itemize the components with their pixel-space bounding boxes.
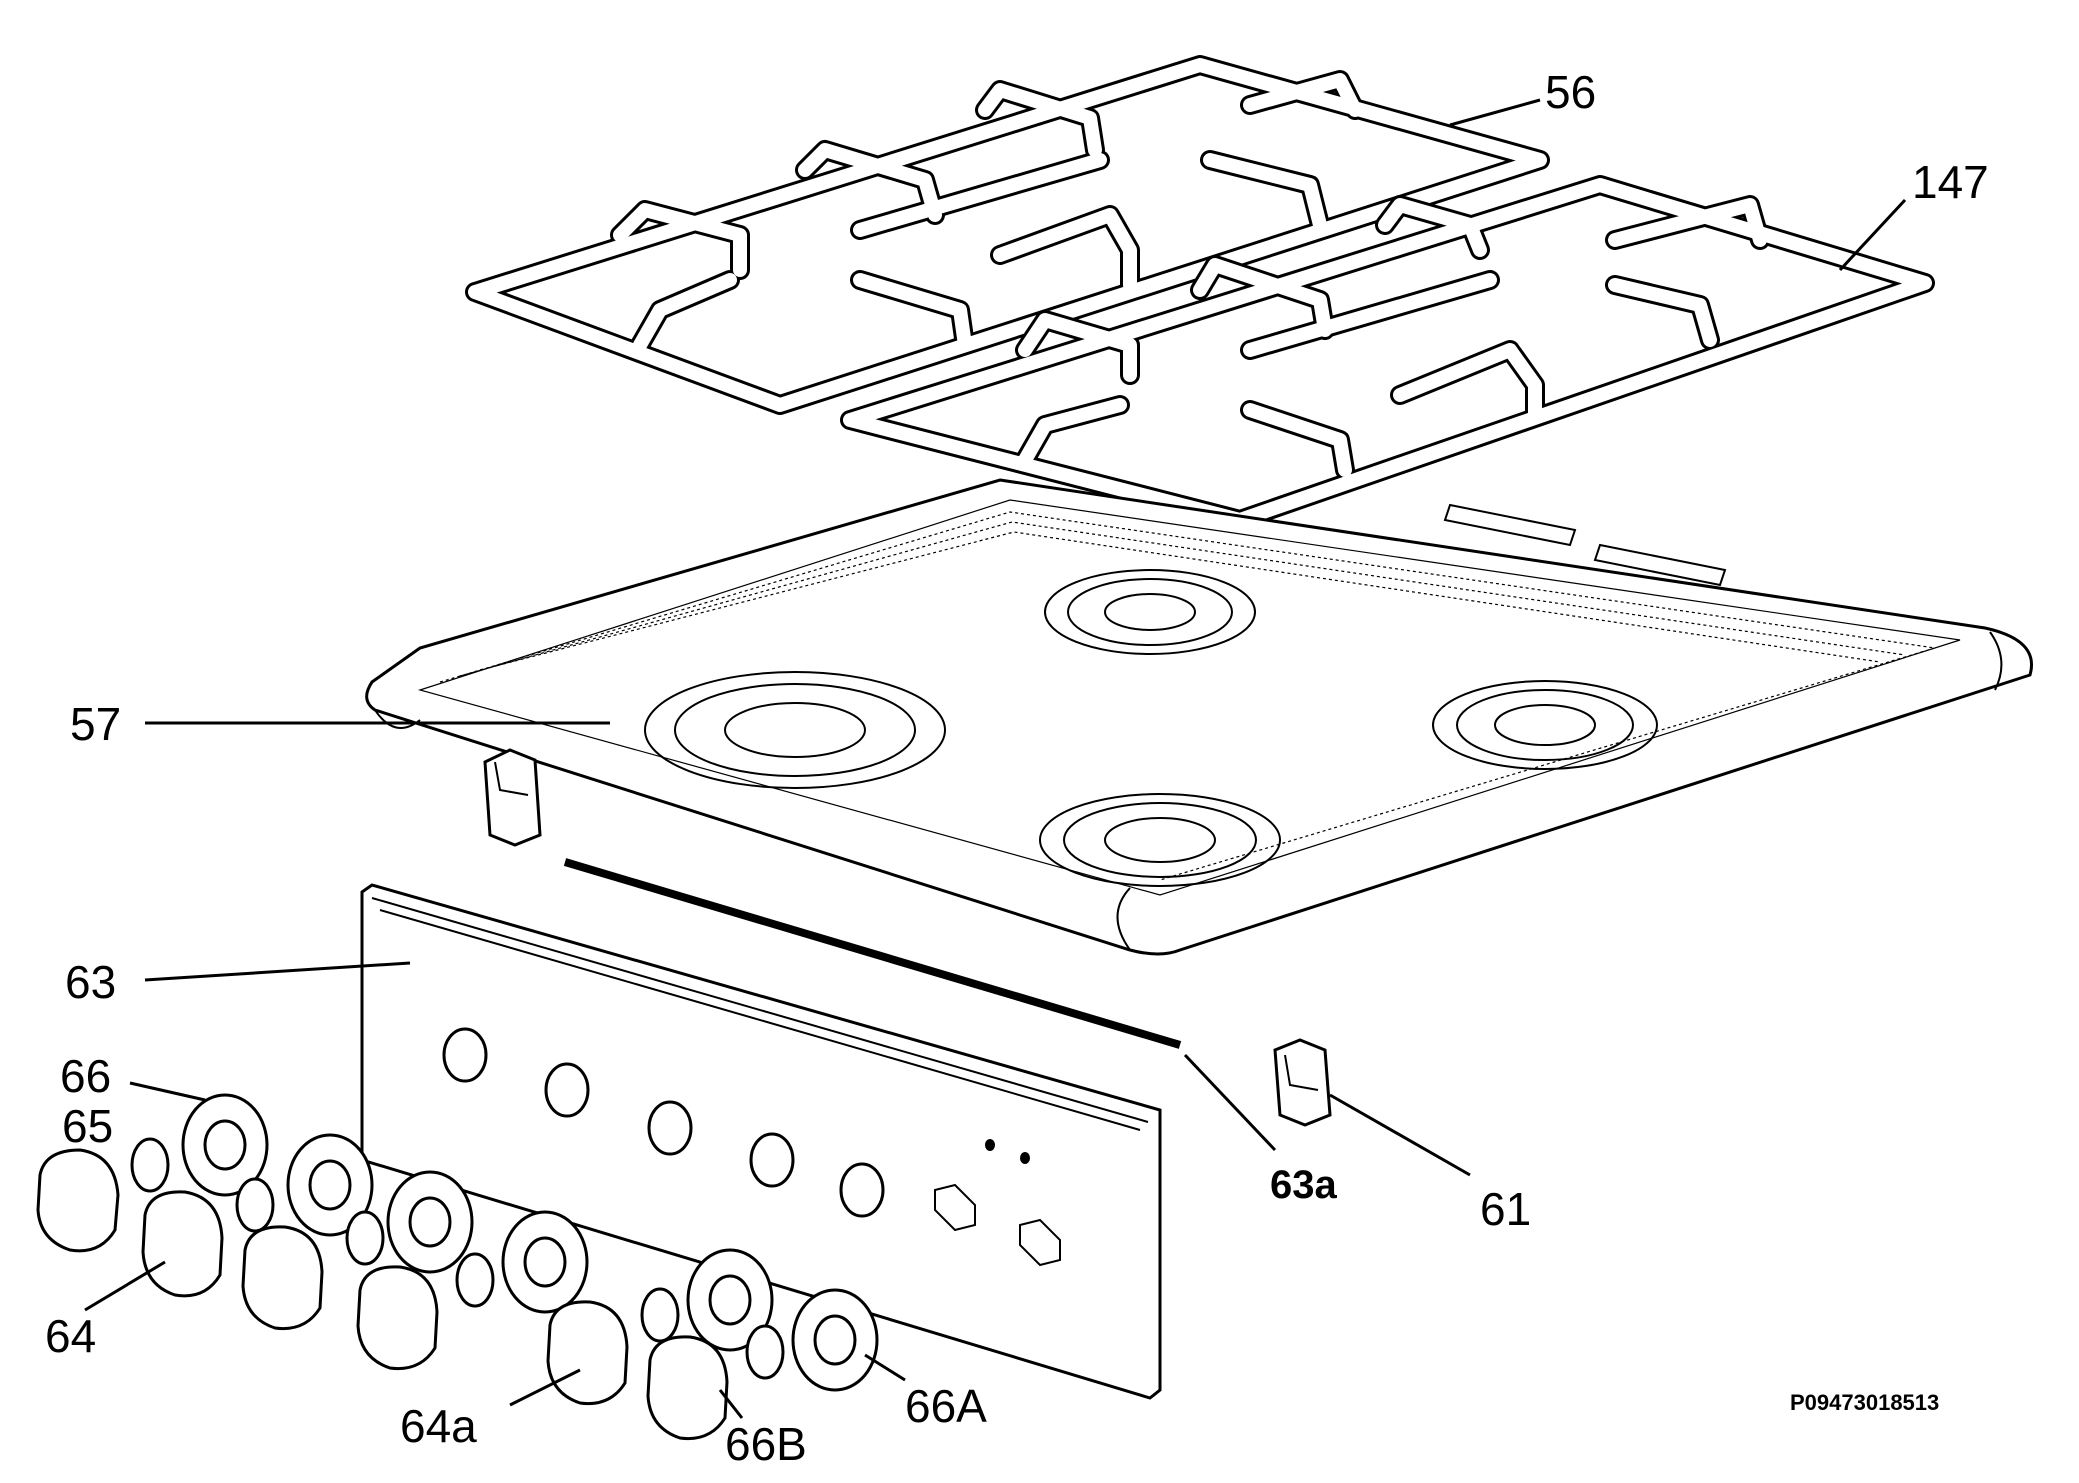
part-labels: 56 147 57 63 66 65 64 63a 61 64a 66B 66A… bbox=[45, 66, 1989, 1470]
knob-assemblies bbox=[36, 1093, 879, 1441]
label-147: 147 bbox=[1912, 156, 1989, 208]
label-65: 65 bbox=[62, 1100, 113, 1152]
label-63a: 63a bbox=[1270, 1163, 1337, 1207]
hob-top-57 bbox=[365, 478, 2033, 956]
bracket-upper bbox=[483, 748, 542, 847]
label-57: 57 bbox=[70, 698, 121, 750]
label-61: 61 bbox=[1480, 1183, 1531, 1235]
label-64a: 64a bbox=[400, 1400, 477, 1452]
label-56: 56 bbox=[1545, 66, 1596, 118]
leader-lines bbox=[84, 98, 1907, 1419]
pan-support-56 bbox=[465, 55, 1550, 415]
label-66B: 66B bbox=[725, 1418, 807, 1470]
reference-code: P09473018513 bbox=[1790, 1390, 1939, 1415]
label-64: 64 bbox=[45, 1310, 96, 1362]
label-63: 63 bbox=[65, 956, 116, 1008]
label-66A: 66A bbox=[905, 1380, 987, 1432]
seal-strip-63a bbox=[563, 858, 1182, 1049]
bracket-61 bbox=[1273, 1038, 1332, 1127]
pan-support-147 bbox=[840, 175, 1935, 530]
label-66: 66 bbox=[60, 1050, 111, 1102]
